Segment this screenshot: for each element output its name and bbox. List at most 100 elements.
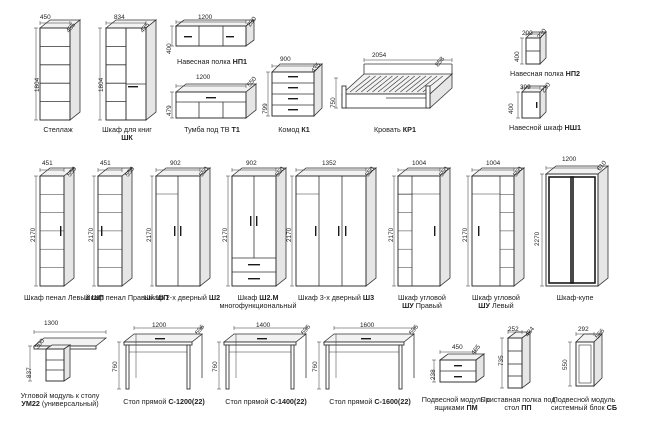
panel-side — [199, 167, 211, 287]
panel — [125, 344, 130, 390]
caption-code: УМ22 — [21, 399, 40, 409]
dim-width: 1200 — [152, 322, 167, 329]
caption: Подвесной модуль системный блок СБ — [544, 395, 624, 413]
panel-side — [521, 331, 531, 389]
item-modul-pm[interactable]: 450 465 238 Подвесной модуль с ящиками П… — [422, 340, 492, 430]
kupe-drawing — [540, 165, 610, 287]
item-stol-1600[interactable]: 1600 596 760 Стол прямой С-1600(22) — [312, 322, 424, 414]
dim-width: 451 — [42, 160, 53, 167]
panel — [575, 341, 595, 387]
item-polka-np1[interactable]: 1200 230 400 Навесная полка НП1 — [166, 14, 258, 74]
dim-width: 2054 — [372, 52, 387, 59]
dim-width: 450 — [40, 14, 51, 21]
caption-name: Приставная полка под стол — [480, 395, 556, 413]
caption-name: Шкаф угловой — [398, 293, 446, 302]
handle — [174, 226, 176, 236]
panel-side — [174, 83, 258, 93]
caption-name: Подвесной модуль с ящиками — [421, 395, 491, 413]
item-polka-np2[interactable]: 200 230 400 Навесная полка НП2 — [490, 28, 600, 82]
item-stellazh[interactable]: 450 435 1804 Стеллаж — [28, 14, 88, 138]
dim-height: 2170 — [88, 227, 95, 242]
dim-width: 1400 — [256, 322, 271, 329]
caption-name: Навесной шкаф — [509, 123, 563, 132]
edge-line — [383, 75, 404, 93]
panel-side — [275, 167, 287, 287]
dim-width: 252 — [508, 326, 519, 333]
item-kupe[interactable]: 1200 610 2270 Шкаф-купе — [534, 156, 614, 310]
caption: Шкаф-купе — [536, 293, 614, 302]
item-penal-pravyy[interactable]: 451 550 2170 Шкаф пенал Правый ШП — [84, 160, 168, 316]
panel-side — [513, 167, 525, 287]
dim-height: 2170 — [222, 227, 229, 242]
item-stol-1200[interactable]: 1200 596 760 Стол прямой С-1200(22) — [112, 322, 212, 414]
caption-code: КР1 — [402, 125, 416, 134]
item-polka-pp[interactable]: 252 434 735 Приставная полка под стол ПП — [481, 326, 556, 430]
caption: Шкаф 2-х дверный Ш2 — [144, 293, 221, 302]
item-tumba-t1[interactable]: 1200 550 479 Тумба под ТВ Т1 — [166, 72, 258, 140]
caption-name: Угловой модуль к столу — [20, 391, 100, 400]
dim-width: 1600 — [360, 322, 375, 329]
handle — [434, 226, 436, 236]
handle — [536, 102, 538, 108]
dim-height: 2170 — [462, 227, 469, 242]
penal-pravyy-drawing — [92, 167, 134, 287]
komod-k1-drawing — [266, 63, 323, 117]
dim-width: 1300 — [44, 320, 59, 327]
ugl-levyy-drawing — [466, 167, 526, 287]
caption: Стол прямой С-1200(22) — [116, 397, 212, 406]
item-stol-1400[interactable]: 1400 596 760 Стол прямой С-1400(22) — [212, 322, 316, 414]
shkaf-knig-drawing — [98, 19, 158, 121]
dim-height: 1804 — [34, 77, 41, 92]
handle — [454, 365, 462, 367]
caption-code: НП2 — [565, 69, 580, 78]
item-shkaf-sh2[interactable]: 902 550 2170 Шкаф 2-х дверный Ш2 — [144, 160, 221, 316]
edge-line — [372, 75, 393, 93]
handle — [256, 216, 258, 226]
panel — [45, 348, 65, 382]
panel — [123, 341, 193, 346]
caption-name: Шкаф угловой — [472, 293, 520, 302]
caption-code: Ш2 — [208, 293, 221, 302]
caption-name: Стол прямой — [123, 397, 167, 406]
stol-1600-drawing — [317, 326, 416, 390]
handle — [180, 226, 182, 236]
handle — [288, 76, 298, 78]
item-krovat-kr1[interactable]: 2054 858 750 Кровать КР1 — [330, 50, 460, 138]
dim-height: 760 — [312, 361, 319, 372]
caption-name: Навесная полка — [177, 57, 231, 66]
caption-code: Т1 — [231, 125, 240, 134]
item-blok-sb[interactable]: 292 566 550 Подвесной модуль системный б… — [551, 326, 622, 430]
caption-code: Ш2.М — [259, 293, 279, 302]
dim-height: 2170 — [388, 227, 395, 242]
dim-height: 2170 — [146, 227, 153, 242]
caption: Навесной шкаф НШ1 — [490, 123, 600, 132]
caption-code: ПМ — [466, 403, 478, 413]
dim-height: 837 — [26, 367, 33, 378]
item-shkaf-nsh1[interactable]: 399 230 400 Навесной шкаф НШ1 — [490, 82, 600, 136]
panel-side — [69, 19, 81, 121]
panel — [425, 85, 431, 109]
handle — [155, 338, 165, 340]
caption: Стол прямой С-1400(22) — [216, 397, 316, 406]
caption-suffix: Левый — [491, 301, 514, 311]
handle — [288, 98, 298, 100]
panel — [341, 85, 347, 109]
dim-height: 1804 — [98, 77, 105, 92]
item-shkaf-sh3[interactable]: 1352 550 2170 Шкаф 3-х дверный Ш3 — [286, 160, 384, 316]
handle — [288, 87, 298, 89]
caption-name: Комод — [278, 125, 300, 134]
panel-side — [439, 167, 451, 287]
handle — [288, 109, 298, 111]
handle — [257, 338, 267, 340]
item-penal-levyy[interactable]: 451 550 2170 Шкаф пенал Левый ШП — [24, 160, 104, 316]
item-komod-k1[interactable]: 900 435 799 Комод К1 — [262, 56, 326, 138]
stol-1400-drawing — [217, 326, 308, 390]
caption-name: Шкаф 3-х дверный — [298, 293, 361, 302]
dim-height: 2170 — [30, 227, 37, 242]
